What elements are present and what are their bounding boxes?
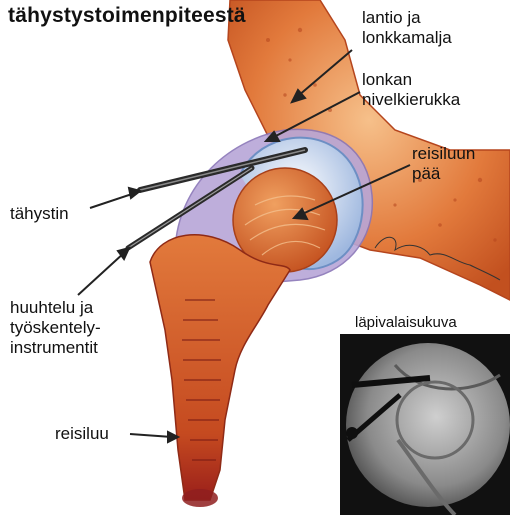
femur-shaft <box>150 235 290 500</box>
label-femur: reisiluu <box>55 424 109 444</box>
diagram-title: tähystystoimenpiteestä <box>8 4 246 28</box>
arrow-femur <box>130 434 172 437</box>
label-femoral-head: reisiluun pää <box>412 144 475 184</box>
femur-cut-end <box>182 489 218 507</box>
label-scope: tähystin <box>10 204 69 224</box>
arrow-scope <box>90 193 135 208</box>
label-pelvis: lantio ja lonkkamalja <box>362 8 452 48</box>
arrow-instruments <box>78 252 125 295</box>
xray-inset <box>340 334 510 515</box>
label-instruments: huuhtelu ja työskentely- instrumentit <box>10 298 101 358</box>
xray-caption: läpivalaisukuva <box>355 314 457 331</box>
label-labrum: lonkan nivelkierukka <box>362 70 460 110</box>
